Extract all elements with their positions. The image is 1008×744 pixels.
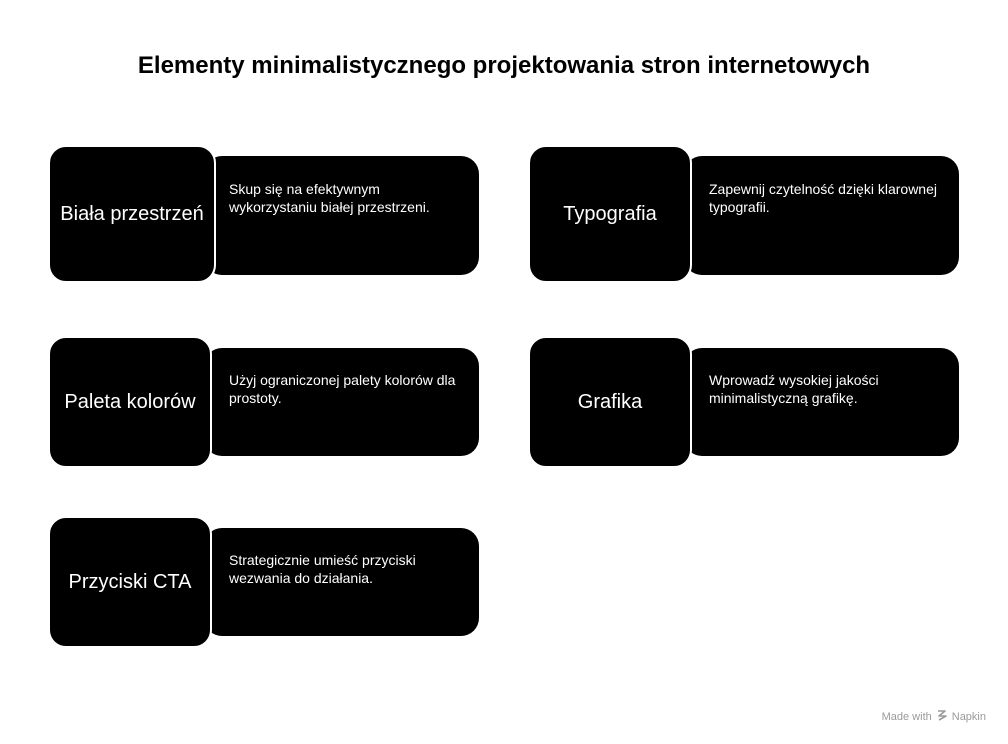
- card-heading-box: Biała przestrzeń: [48, 145, 216, 283]
- card-typografia: Zapewnij czytelność dzięki klarownej typ…: [528, 145, 960, 287]
- description-box: [204, 156, 479, 275]
- watermark-brand: Napkin: [951, 710, 986, 723]
- card-heading-box: Paleta kolorów: [48, 336, 212, 468]
- card-przyciski-cta: Strategicznie umieść przyciski wezwania …: [48, 516, 480, 658]
- napkin-logo-icon: [936, 709, 948, 724]
- made-with-napkin-watermark[interactable]: Made with Napkin: [882, 709, 986, 724]
- card-heading: Paleta kolorów: [64, 391, 196, 413]
- card-heading: Biała przestrzeń: [60, 203, 204, 225]
- card-heading: Przyciski CTA: [68, 571, 192, 593]
- card-description: Skup się na efektywnym wykorzystaniu bia…: [229, 181, 430, 215]
- card-description: Użyj ograniczonej palety kolorów dla pro…: [229, 372, 456, 406]
- card-description: Wprowadź wysokiej jakości minimalistyczn…: [709, 372, 879, 406]
- card-description: Strategicznie umieść przyciski wezwania …: [229, 552, 416, 586]
- card-heading-box: Typografia: [528, 145, 692, 283]
- watermark-prefix: Made with: [881, 710, 932, 723]
- description-box: [204, 348, 479, 456]
- card-description: Zapewnij czytelność dzięki klarownej typ…: [709, 181, 937, 215]
- card-heading: Grafika: [577, 391, 643, 413]
- card-biala-przestrzen: Skup się na efektywnym wykorzystaniu bia…: [48, 145, 480, 287]
- description-box: [684, 348, 959, 456]
- card-paleta-kolorow: Użyj ograniczonej palety kolorów dla pro…: [48, 336, 480, 478]
- card-heading-box: Grafika: [528, 336, 692, 468]
- description-box: [204, 528, 479, 636]
- card-grafika: Wprowadź wysokiej jakości minimalistyczn…: [528, 336, 960, 478]
- description-box: [684, 156, 959, 275]
- card-heading-box: Przyciski CTA: [48, 516, 212, 648]
- diagram-title: Elementy minimalistycznego projektowania…: [137, 52, 871, 79]
- card-heading: Typografia: [563, 203, 657, 225]
